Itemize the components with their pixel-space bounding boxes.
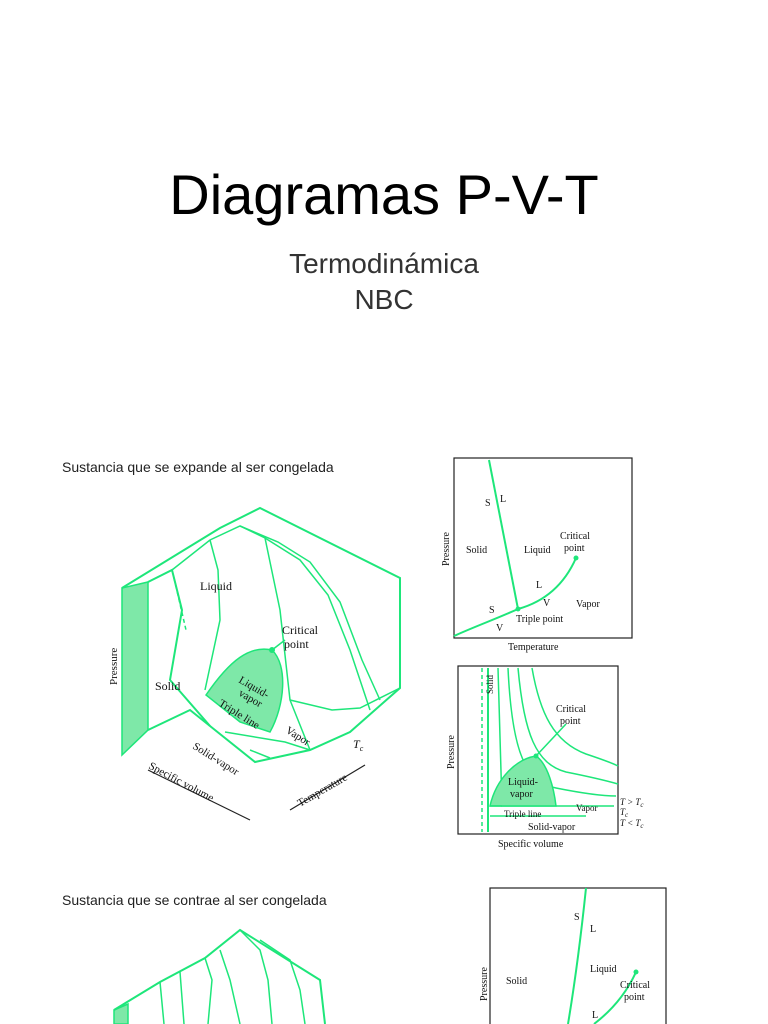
- pt1-critical-label: Critical: [560, 531, 590, 542]
- pv1-triple-line-label: Triple line: [504, 809, 541, 819]
- pt2-critical-point-label: point: [624, 992, 645, 1003]
- pv1-critical-label: Critical: [556, 704, 586, 715]
- pv1-solid-vapor-label: Solid-vapor: [528, 822, 576, 833]
- subtitle-author: NBC: [354, 284, 414, 315]
- pt1-triple-point-label: Triple point: [516, 614, 563, 625]
- pv1-solid-label: Solid: [485, 674, 495, 694]
- pt1-critical-point-label: point: [564, 543, 585, 554]
- surface-temperature-label: Temperature: [296, 771, 350, 809]
- surface-specific-volume-label: Specific volume: [147, 760, 216, 804]
- pv1-specific-volume-label: Specific volume: [498, 839, 564, 850]
- pvt-surface-expands: Pressure Liquid Solid Critical point Liq…: [108, 506, 401, 821]
- pt1-liquid-label: Liquid: [524, 545, 551, 556]
- pt2-pressure-label: Pressure: [479, 967, 490, 1001]
- pv1-liquid-vapor-label-2: vapor: [510, 789, 533, 800]
- surface-tc-label: Tc: [353, 737, 364, 753]
- caption-contracts: Sustancia que se contrae al ser congelad…: [62, 892, 327, 908]
- pt2-solid-label: Solid: [506, 976, 527, 987]
- surface-critical-point-label: point: [284, 637, 309, 651]
- pv1-vapor-label: Vapor: [576, 803, 598, 813]
- pt2-critical-label: Critical: [620, 980, 650, 991]
- pvt-surface-contracts: [113, 928, 326, 1024]
- pv1-t-eq-label: Tc: [620, 807, 629, 819]
- pt1-s2-label: S: [489, 605, 495, 616]
- pt2-l2-label: L: [592, 1010, 598, 1021]
- surface-critical-label: Critical: [282, 623, 319, 637]
- pt-diagram-contracts: Pressure S L Solid Liquid Critical point…: [479, 887, 667, 1024]
- surface-liquid-label: Liquid: [200, 579, 232, 593]
- pt1-l-label: L: [500, 494, 506, 505]
- caption-expands: Sustancia que se expande al ser congelad…: [62, 459, 334, 475]
- pt1-solid-label: Solid: [466, 545, 487, 556]
- pv-diagram-expands: Pressure Solid Critical point Liquid- va…: [446, 665, 644, 850]
- pv1-critical-point-label: point: [560, 716, 581, 727]
- pt-diagram-expands: Pressure Temperature S L Solid Liquid Cr…: [441, 457, 633, 653]
- pt1-pressure-label: Pressure: [441, 532, 452, 566]
- pt2-liquid-label: Liquid: [590, 964, 617, 975]
- subtitle-course: Termodinámica: [289, 248, 479, 279]
- pt1-vapor-label: Vapor: [576, 599, 601, 610]
- slide-subtitle: Termodinámica NBC: [0, 246, 768, 318]
- pv1-pressure-label: Pressure: [446, 735, 457, 769]
- surface-solid-label: Solid: [155, 679, 180, 693]
- pt1-temperature-label: Temperature: [508, 642, 559, 653]
- pv1-t-lt-label: T < Tc: [620, 818, 644, 830]
- pt2-l-label: L: [590, 924, 596, 935]
- pv1-liquid-vapor-label-1: Liquid-: [508, 777, 538, 788]
- pt1-v-label: V: [543, 598, 551, 609]
- pt1-l2-label: L: [536, 580, 542, 591]
- pt2-s-label: S: [574, 912, 580, 923]
- pt1-v2-label: V: [496, 623, 504, 634]
- pt1-s-label: S: [485, 498, 491, 509]
- slide-title: Diagramas P-V-T: [169, 163, 599, 226]
- surface-pressure-label: Pressure: [108, 648, 120, 685]
- pv1-t-gt-label: T > Tc: [620, 797, 644, 809]
